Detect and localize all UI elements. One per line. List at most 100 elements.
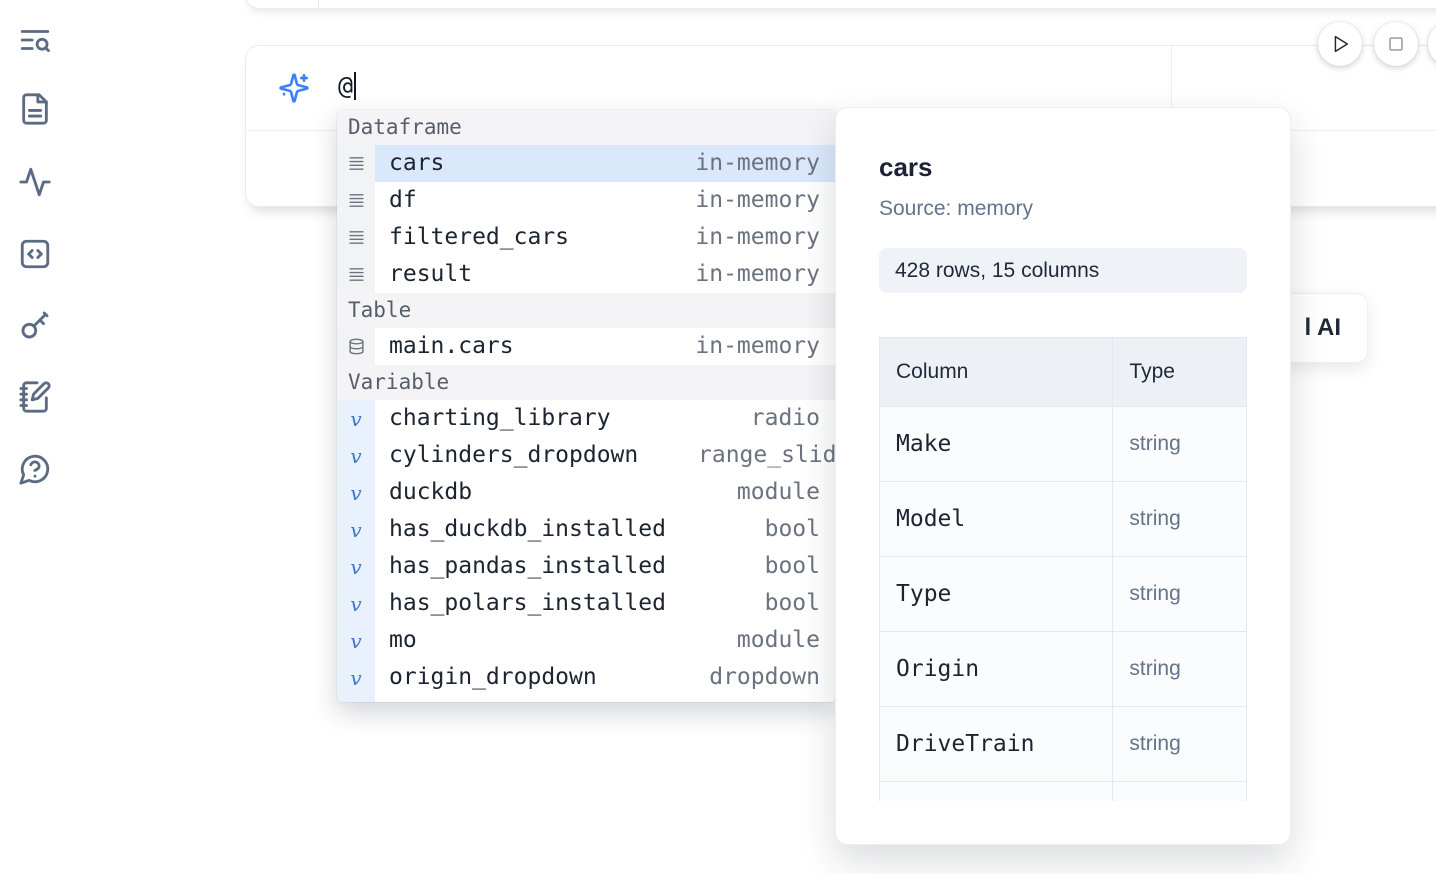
ai-button-label: l AI [1304, 314, 1341, 341]
autocomplete-item-type: in-memory [695, 333, 820, 359]
panel-title: cars [879, 152, 933, 182]
autocomplete-item-type: in-memory [695, 150, 820, 176]
autocomplete-item-name: origin_dropdown [389, 664, 597, 690]
text-search-icon[interactable] [18, 23, 54, 59]
autocomplete-item-name: df [389, 187, 417, 213]
schema-column-name: Model [879, 481, 1114, 557]
autocomplete-item-type: bool [764, 590, 820, 616]
rows-icon [337, 182, 375, 219]
autocomplete-item-type: radio [750, 405, 820, 431]
autocomplete-item-main.cars[interactable]: main.cars in-memory [337, 328, 835, 365]
autocomplete-item-result[interactable]: result in-memory [337, 256, 835, 293]
database-icon [337, 328, 375, 365]
variable-icon: v [337, 622, 375, 659]
schema-column-name: Type [879, 556, 1114, 632]
autocomplete-item-type: range_slider [698, 442, 835, 468]
dataframe-preview-panel: cars Source: memory 428 rows, 15 columns… [835, 107, 1291, 845]
autocomplete-item-name: has_polars_installed [389, 590, 666, 616]
rows-icon [337, 219, 375, 256]
schema-column-name: Origin [879, 631, 1114, 707]
schema-column-name: DriveTrain [879, 706, 1114, 782]
autocomplete-item-name: cars [389, 150, 445, 176]
autocomplete-item-name: charting_library [389, 405, 611, 431]
autocomplete-item-name: filtered_cars [389, 224, 570, 250]
schema-row-partial [879, 781, 1247, 801]
autocomplete-item-filtered_cars[interactable]: filtered_cars in-memory [337, 219, 835, 256]
autocomplete-item-name: duckdb [389, 479, 473, 505]
schema-column-name: Make [879, 406, 1114, 482]
autocomplete-item-name: cylinders_dropdown [389, 442, 639, 468]
autocomplete-item-type: in-memory [695, 261, 820, 287]
file-text-icon[interactable] [18, 92, 54, 128]
autocomplete-item-name: result [389, 261, 473, 287]
play-icon [1334, 35, 1349, 53]
autocomplete-item-cars[interactable]: cars in-memory [337, 145, 835, 182]
previous-cell-divider [318, 0, 319, 8]
autocomplete-item-pd[interactable]: vpdmodule [337, 696, 835, 702]
autocomplete-item-name: has_duckdb_installed [389, 516, 666, 542]
autocomplete-item-origin_dropdown[interactable]: v origin_dropdown dropdown [337, 659, 835, 696]
autocomplete-item-type: module [737, 696, 835, 702]
autocomplete-item-name: main.cars [389, 333, 514, 359]
autocomplete-item-type: bool [764, 553, 820, 579]
autocomplete-item-type: in-memory [695, 224, 820, 250]
code-square-icon[interactable] [18, 237, 54, 273]
autocomplete-item-type: in-memory [695, 187, 820, 213]
schema-column-type: string [1112, 631, 1247, 707]
autocomplete-item-has_polars_installed[interactable]: v has_polars_installed bool [337, 585, 835, 622]
schema-header-type: Type [1112, 337, 1247, 407]
autocomplete-item-df[interactable]: df in-memory [337, 182, 835, 219]
help-bubble-icon[interactable] [18, 452, 54, 488]
variable-icon: v [337, 548, 375, 585]
autocomplete-section-variable: Variable [337, 365, 835, 400]
autocomplete-item-name: has_pandas_installed [389, 553, 666, 579]
autocomplete-item-has_pandas_installed[interactable]: v has_pandas_installed bool [337, 548, 835, 585]
activity-icon[interactable] [18, 165, 54, 201]
stop-button[interactable] [1374, 22, 1418, 66]
variable-icon: v [337, 585, 375, 622]
rows-icon [337, 256, 375, 293]
run-button[interactable] [1318, 22, 1362, 66]
panel-source: Source: memory [879, 197, 1034, 220]
variable-icon: v [337, 437, 375, 474]
input-right-divider [1171, 46, 1172, 130]
autocomplete-item-type: module [736, 627, 820, 653]
autocomplete-section-table: Table [337, 293, 835, 328]
schema-column-type: string [1112, 481, 1247, 557]
variable-icon: v [337, 511, 375, 548]
schema-header-column: Column [879, 337, 1114, 407]
autocomplete-item-type: dropdown [709, 664, 820, 690]
autocomplete-item-name: pd [389, 696, 417, 702]
key-icon[interactable] [18, 308, 54, 344]
schema-column-type: string [1112, 706, 1247, 782]
schema-column-type: string [1112, 556, 1247, 632]
autocomplete-item-cylinders_dropdown[interactable]: v cylinders_dropdown range_slider [337, 437, 835, 474]
autocomplete-section-dataframe: Dataframe [337, 110, 835, 145]
autocomplete-item-charting_library[interactable]: v charting_library radio [337, 400, 835, 437]
text-cursor [354, 72, 357, 100]
sparkles-icon [278, 72, 310, 104]
variable-icon: v [337, 400, 375, 437]
shape-badge: 428 rows, 15 columns [879, 248, 1247, 293]
partial-circle-button[interactable] [1428, 22, 1436, 66]
notebook-pen-icon[interactable] [18, 380, 54, 416]
ai-prompt-input[interactable]: @ [338, 71, 357, 100]
autocomplete-item-type: module [736, 479, 820, 505]
variable-icon: v [337, 659, 375, 696]
rows-icon [337, 145, 375, 182]
previous-cell-edge [245, 0, 1436, 9]
schema-column-type [1112, 781, 1247, 801]
variable-icon: v [337, 474, 375, 511]
